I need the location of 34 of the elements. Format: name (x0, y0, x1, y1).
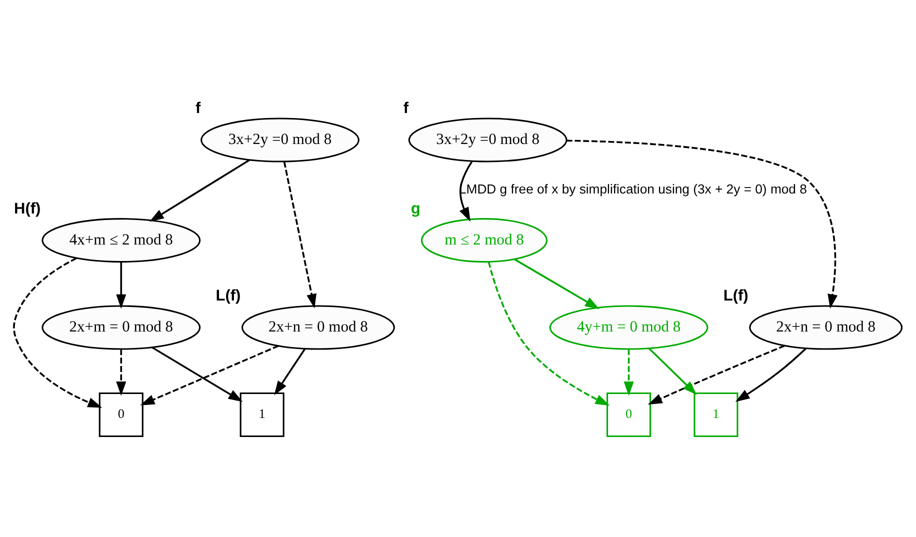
node-box: 0 (98, 392, 144, 436)
arrow (13, 257, 102, 408)
node-ellipse: 2x+n = 0 mod 8 (241, 304, 395, 350)
node-ellipse: 3x+2y =0 mod 8 (200, 117, 360, 162)
arrow (116, 262, 126, 308)
node-label: L(f) (723, 287, 748, 304)
arrow (514, 258, 600, 309)
arrow (283, 161, 317, 308)
arrow (648, 347, 697, 394)
node-label: H(f) (14, 200, 41, 217)
arrow (488, 261, 610, 406)
arrow (459, 160, 473, 222)
arrow (152, 346, 243, 402)
arrow (150, 158, 250, 222)
node-ellipse: 3x+2y =0 mod 8 (408, 117, 568, 162)
node-ellipse: 4y+m = 0 mod 8 (549, 304, 708, 350)
node-label: g (410, 200, 420, 217)
arrow (566, 139, 838, 308)
node-ellipse: 2x+n = 0 mod 8 (749, 304, 903, 350)
node-ellipse: 4x+m ≤ 2 mod 8 (42, 218, 201, 262)
node-box: 1 (240, 392, 284, 436)
arrow (140, 344, 279, 405)
node-label: f (403, 100, 409, 117)
arrow (274, 348, 306, 395)
arrow (624, 348, 634, 396)
node-label: L(f) (216, 287, 241, 304)
node-ellipse: 2x+m = 0 mod 8 (42, 304, 201, 350)
arrow (648, 344, 785, 404)
node-box: 1 (694, 392, 738, 436)
node-label: f (196, 100, 201, 117)
node-ellipse: m ≤ 2 mod 8 (420, 218, 548, 262)
arrow (735, 347, 807, 402)
arrow (116, 348, 126, 396)
node-box: 0 (606, 392, 652, 436)
